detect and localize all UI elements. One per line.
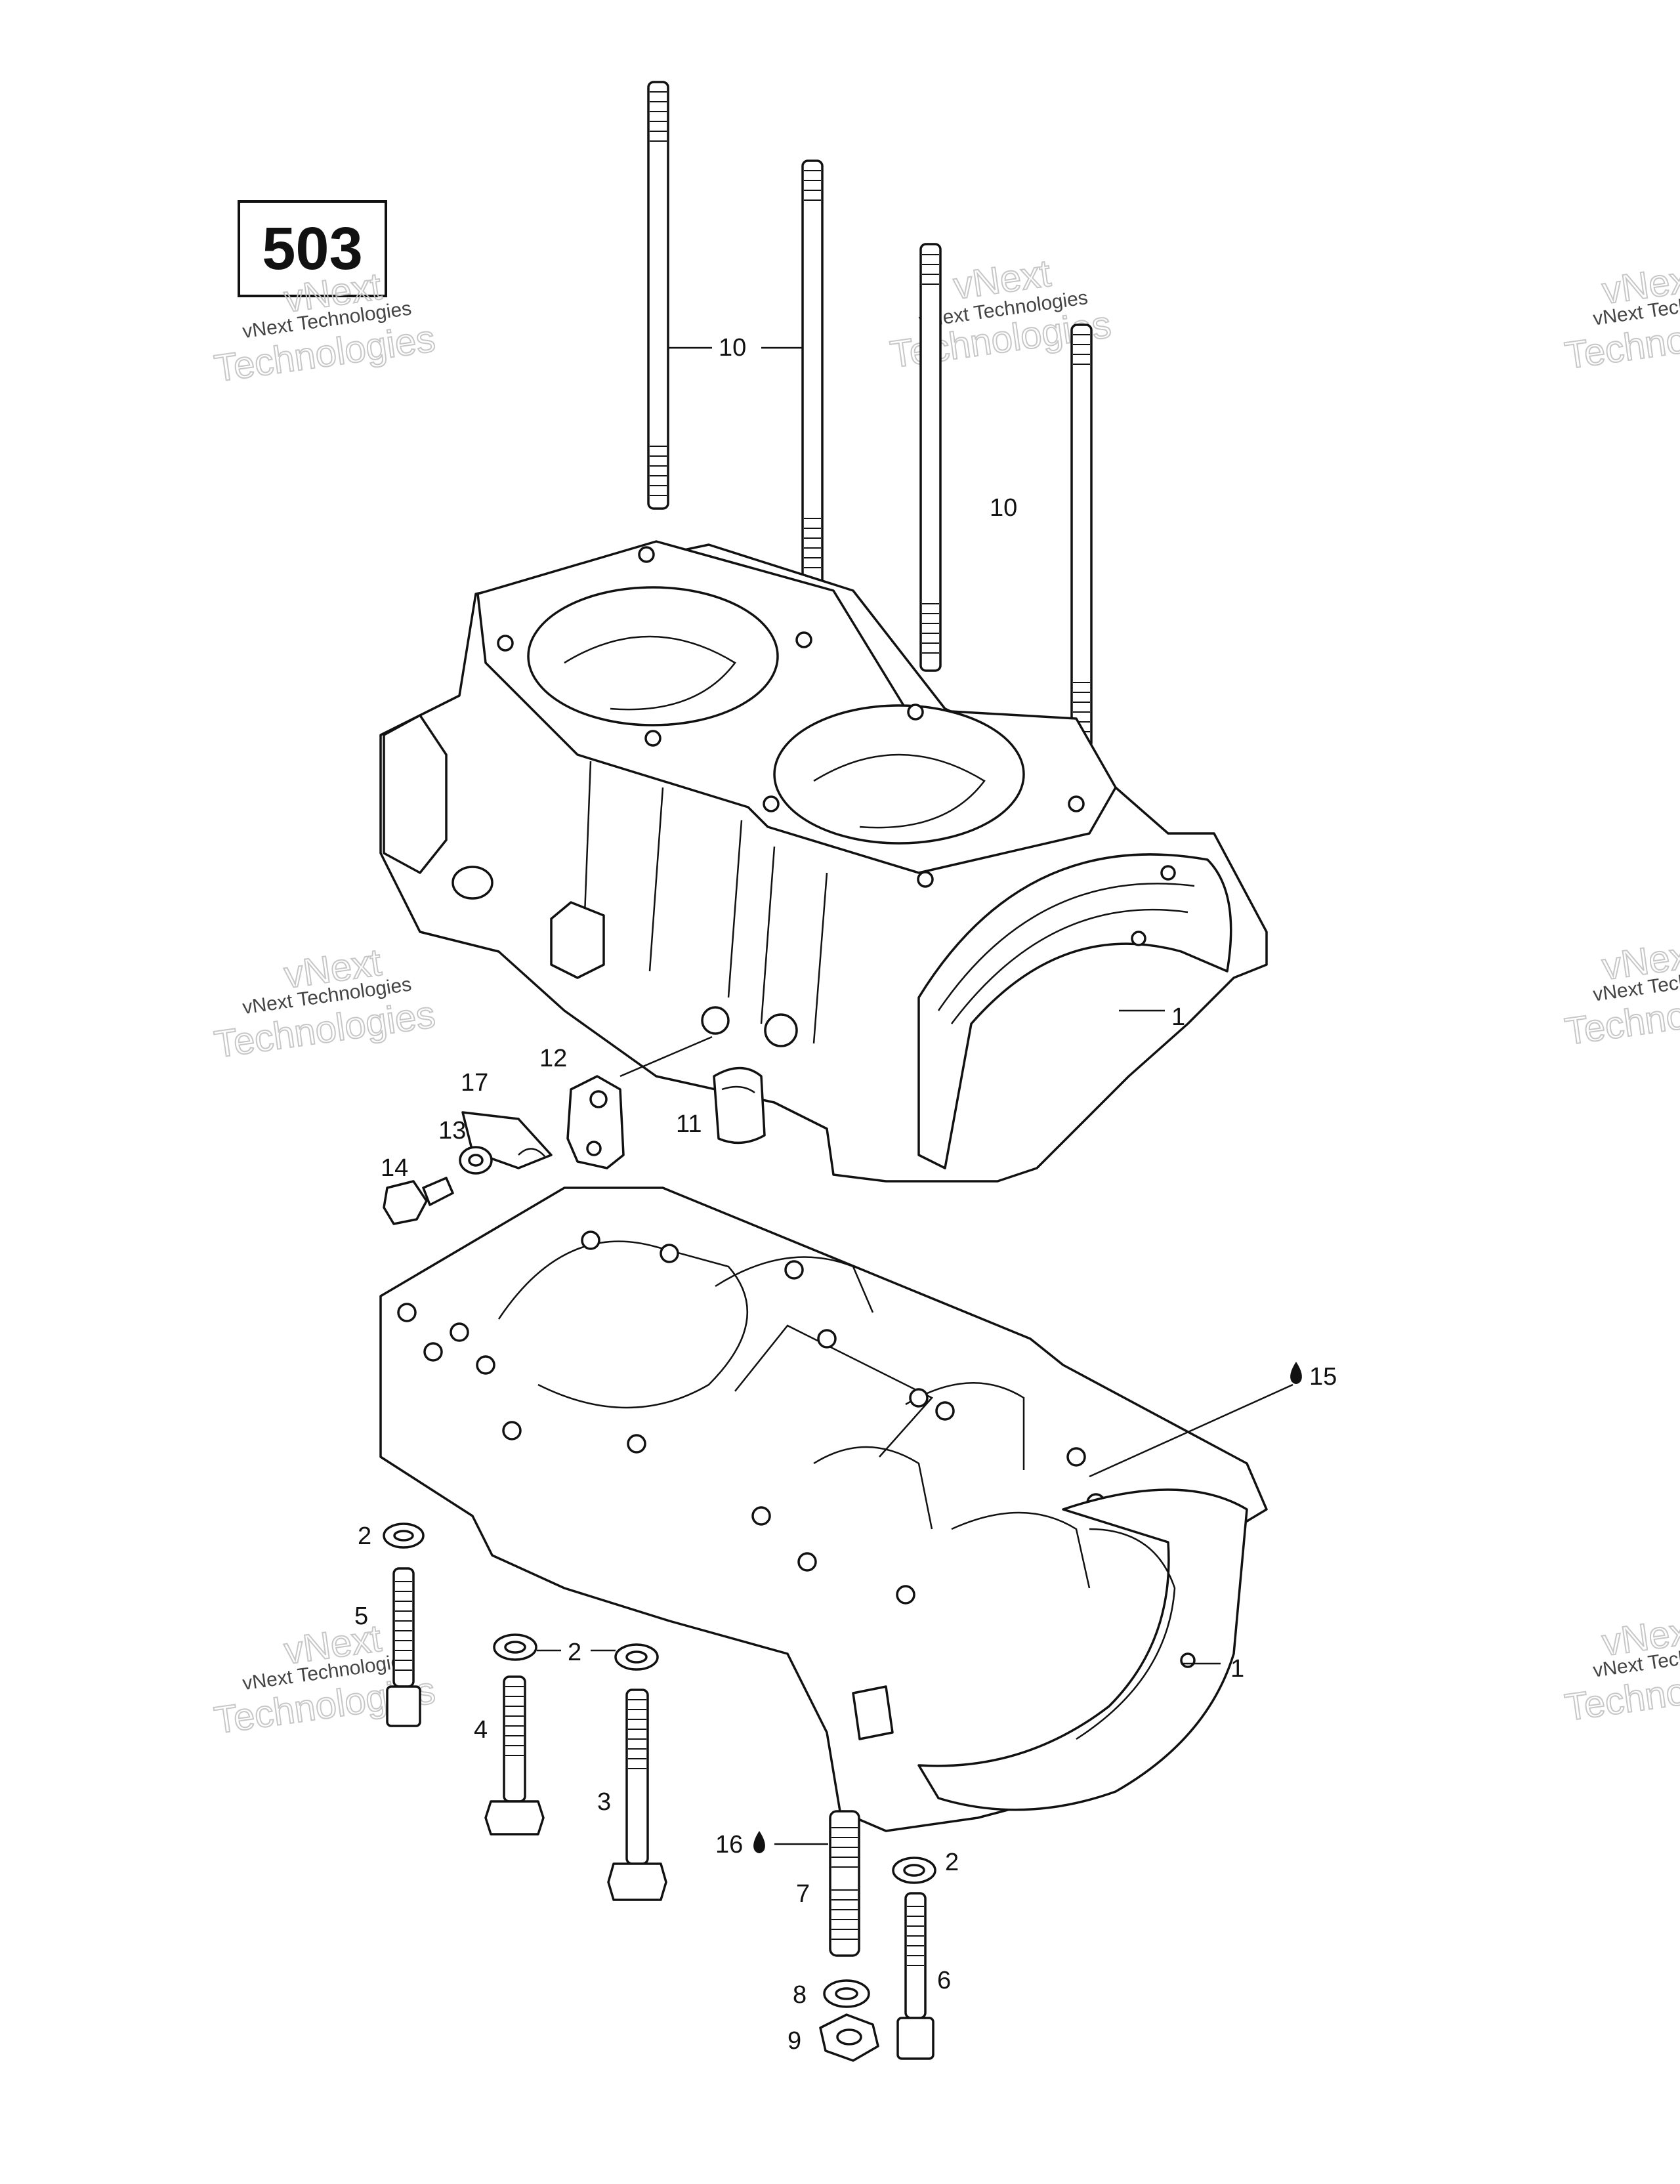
watermark: vNext Technologies vNext Technologies <box>1562 1608 1680 1730</box>
nut-9 <box>819 2013 879 2062</box>
callout-5: 5 <box>354 1603 368 1630</box>
washer-8 <box>823 1979 870 2008</box>
upper-crankcase <box>379 540 1268 1183</box>
bolt-14 <box>383 1177 454 1225</box>
callout-2: 2 <box>568 1639 581 1666</box>
bolt-4 <box>484 1675 545 1836</box>
bolt-3 <box>607 1689 667 1901</box>
bolt-5 <box>386 1567 421 1727</box>
callout-4: 4 <box>474 1716 488 1744</box>
callout-12: 12 <box>539 1045 567 1072</box>
stud-10 <box>1070 324 1093 749</box>
callout-10: 10 <box>719 334 746 362</box>
stud-10 <box>801 159 824 589</box>
callout-6: 6 <box>937 1967 951 1994</box>
stud-10 <box>919 243 942 672</box>
callout-2: 2 <box>945 1849 959 1876</box>
drop-icon <box>1290 1362 1302 1384</box>
clamp-12 <box>566 1075 625 1169</box>
callout-15: 15 <box>1309 1363 1337 1391</box>
callout-17: 17 <box>461 1069 488 1097</box>
callout-3: 3 <box>597 1788 611 1816</box>
callout-7: 7 <box>796 1880 810 1908</box>
lower-crankcase <box>379 1186 1268 1832</box>
callout-14: 14 <box>381 1154 408 1182</box>
callout-1: 1 <box>1230 1655 1244 1683</box>
washer-2 <box>892 1857 936 1884</box>
watermark: vNext Technologies vNext Technologies <box>211 264 438 391</box>
washer-2 <box>614 1643 659 1671</box>
callout-10: 10 <box>990 494 1017 522</box>
washer-2 <box>383 1522 425 1549</box>
callout-2: 2 <box>358 1522 371 1550</box>
drop-icon <box>753 1831 765 1853</box>
callout-1: 1 <box>1171 1003 1185 1031</box>
watermark: vNext Technologies vNext Technologies <box>1562 932 1680 1054</box>
watermark: vNext Technologies vNext Technologies <box>1562 256 1680 378</box>
bolt-6 <box>896 1892 934 2060</box>
callout-16: 16 <box>715 1831 743 1858</box>
washer-2 <box>493 1633 537 1661</box>
callout-13: 13 <box>438 1117 466 1144</box>
callout-9: 9 <box>788 2027 801 2055</box>
page-number-box: 503 <box>238 200 387 297</box>
callout-8: 8 <box>793 1981 807 2009</box>
page-number: 503 <box>262 215 363 282</box>
stud-10 <box>647 81 669 510</box>
watermark: vNext Technologies vNext Technologies <box>211 940 438 1067</box>
washer-13 <box>459 1146 493 1175</box>
stud-7 <box>829 1810 860 1957</box>
callout-11: 11 <box>676 1110 702 1138</box>
grommet-11 <box>713 1066 766 1144</box>
